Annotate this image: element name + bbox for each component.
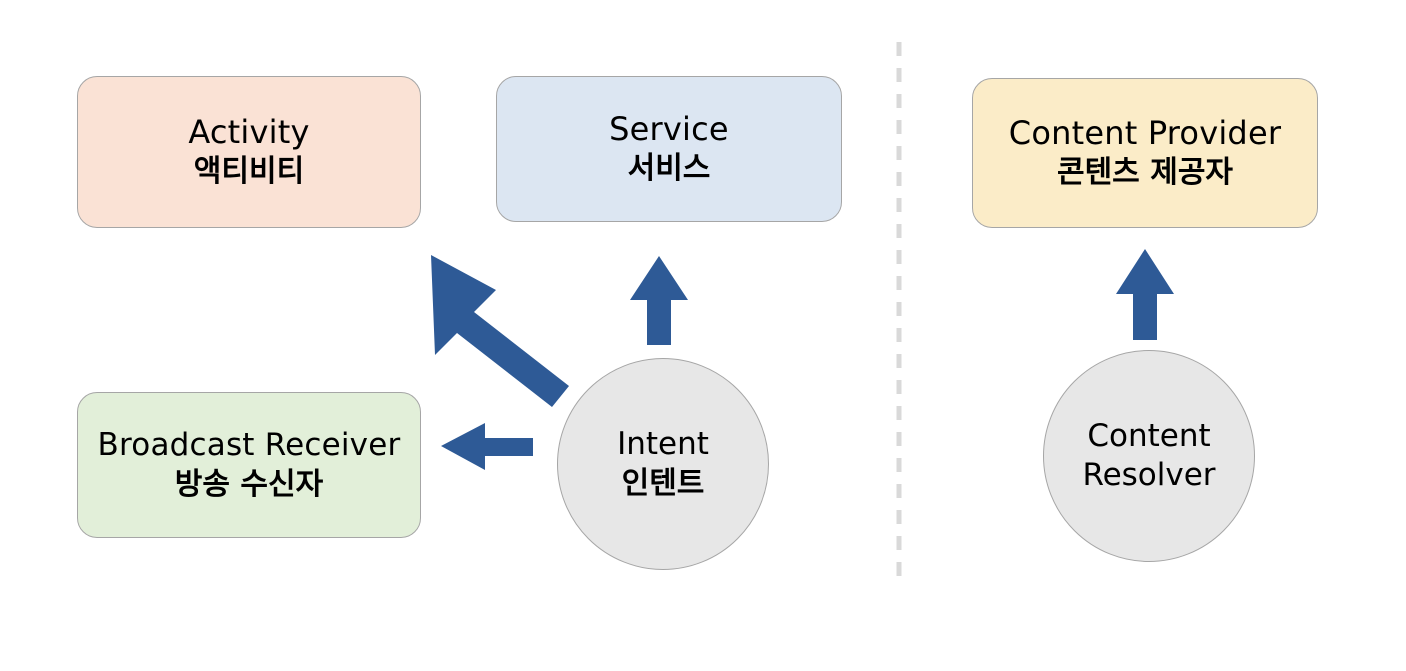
node-service-label-en: Service: [609, 110, 729, 149]
node-content-provider-label-ko: 콘텐츠 제공자: [1056, 155, 1234, 191]
node-broadcast-receiver-label-en: Broadcast Receiver: [97, 426, 401, 463]
node-content-provider[interactable]: Content Provider 콘텐츠 제공자: [972, 78, 1318, 228]
node-content-provider-label-en: Content Provider: [1008, 114, 1282, 153]
node-activity-label-en: Activity: [188, 113, 310, 152]
node-intent-label-en: Intent: [617, 425, 709, 462]
node-broadcast-receiver[interactable]: Broadcast Receiver 방송 수신자: [77, 392, 421, 538]
arrow-intent-to-broadcast-receiver[interactable]: [441, 423, 533, 470]
node-intent[interactable]: Intent 인텐트: [557, 358, 769, 570]
node-activity[interactable]: Activity 액티비티: [77, 76, 421, 228]
node-service[interactable]: Service 서비스: [496, 76, 842, 222]
arrow-intent-to-activity[interactable]: [431, 255, 569, 407]
node-service-label-ko: 서비스: [627, 151, 711, 187]
arrow-intent-to-service[interactable]: [630, 256, 688, 345]
node-activity-label-ko: 액티비티: [193, 154, 305, 190]
node-content-resolver[interactable]: Content Resolver: [1043, 350, 1255, 562]
arrow-content-resolver-to-content-provider[interactable]: [1116, 249, 1174, 340]
node-content-resolver-label-line1: Content: [1087, 418, 1211, 455]
node-intent-label-ko: 인텐트: [621, 466, 705, 502]
node-broadcast-receiver-label-ko: 방송 수신자: [174, 466, 324, 502]
node-content-resolver-label-line2: Resolver: [1082, 456, 1216, 493]
